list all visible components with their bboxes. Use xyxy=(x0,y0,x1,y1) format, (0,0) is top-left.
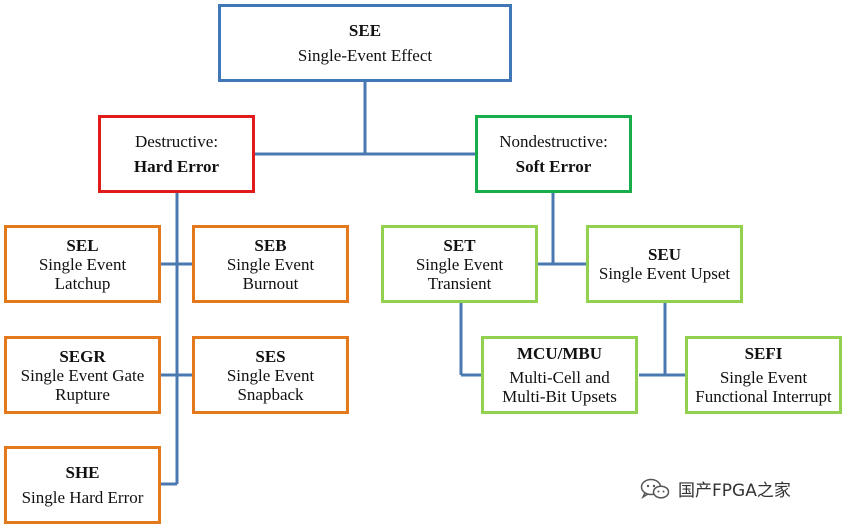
sel-box: SEL Single Event Latchup xyxy=(4,225,161,303)
mcu-mbu-line2: Multi-Bit Upsets xyxy=(502,387,617,406)
seb-line2: Burnout xyxy=(242,273,299,293)
sefi-title: SEFI xyxy=(744,344,783,363)
seu-box: SEU Single Event Upset xyxy=(586,225,743,303)
sefi-line1: Single Event xyxy=(719,368,808,387)
sel-title: SEL xyxy=(66,235,99,255)
seu-line1: Single Event Upset xyxy=(598,264,731,283)
sel-line1: Single Event xyxy=(38,254,127,274)
see-title: SEE xyxy=(348,21,382,40)
nondestructive-box: Nondestructive: Soft Error xyxy=(475,115,632,193)
she-line1: Single Hard Error xyxy=(21,488,144,507)
she-title: SHE xyxy=(65,463,100,482)
seu-title: SEU xyxy=(647,245,682,264)
see-subtitle: Single-Event Effect xyxy=(297,46,433,65)
segr-line1: Single Event Gate xyxy=(20,365,145,385)
ses-title: SES xyxy=(255,346,286,366)
sel-line2: Latchup xyxy=(54,273,111,293)
mcu-mbu-box: MCU/MBU Multi-Cell and Multi-Bit Upsets xyxy=(481,336,638,414)
ses-line2: Snapback xyxy=(237,384,304,404)
she-box: SHE Single Hard Error xyxy=(4,446,161,524)
watermark: 国产FPGA之家 xyxy=(640,476,791,501)
hard-error-label: Hard Error xyxy=(133,157,220,176)
sefi-box: SEFI Single Event Functional Interrupt xyxy=(685,336,842,414)
ses-box: SES Single Event Snapback xyxy=(192,336,349,414)
mcu-mbu-title: MCU/MBU xyxy=(517,344,602,363)
nondestructive-label: Nondestructive: xyxy=(499,132,608,151)
destructive-box: Destructive: Hard Error xyxy=(98,115,255,193)
ses-line1: Single Event xyxy=(226,365,315,385)
destructive-label: Destructive: xyxy=(134,132,219,151)
segr-line2: Rupture xyxy=(55,384,110,404)
seb-title: SEB xyxy=(254,235,287,255)
set-line1: Single Event xyxy=(415,254,504,274)
see-box: SEE Single-Event Effect xyxy=(218,4,512,82)
set-box: SET Single Event Transient xyxy=(381,225,538,303)
sefi-line2: Functional Interrupt xyxy=(695,387,832,406)
seb-box: SEB Single Event Burnout xyxy=(192,225,349,303)
segr-box: SEGR Single Event Gate Rupture xyxy=(4,336,161,414)
segr-title: SEGR xyxy=(59,346,106,366)
seb-line1: Single Event xyxy=(226,254,315,274)
watermark-text: 国产FPGA之家 xyxy=(678,481,791,501)
soft-error-label: Soft Error xyxy=(515,157,592,176)
wechat-icon xyxy=(640,478,670,499)
set-line2: Transient xyxy=(427,273,492,293)
mcu-mbu-line1: Multi-Cell and xyxy=(509,368,610,387)
set-title: SET xyxy=(443,235,476,255)
